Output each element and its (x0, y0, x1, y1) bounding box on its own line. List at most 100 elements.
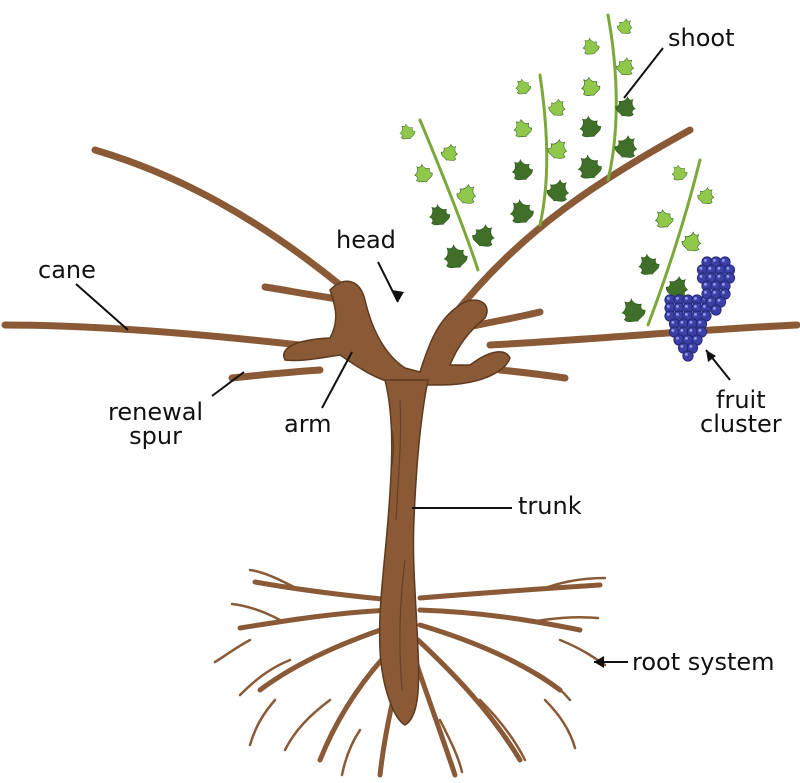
grape-highlight (671, 320, 675, 324)
shoots-drawing (396, 13, 718, 327)
grape-highlight (684, 312, 688, 316)
leaf (695, 184, 718, 208)
leaf (545, 136, 571, 163)
fruit-cluster-drawing (664, 256, 736, 362)
grape-highlight (708, 274, 712, 278)
leaf (613, 55, 638, 79)
grape-berry (710, 304, 722, 316)
shoot-leader-line (623, 47, 664, 99)
cane-label: cane (38, 256, 96, 284)
grape-highlight (721, 258, 725, 262)
grape-highlight (675, 304, 679, 308)
leaf (614, 16, 636, 37)
leaf (577, 74, 603, 100)
grape-highlight (708, 298, 712, 302)
grape-highlight (675, 336, 679, 340)
trunk-drawing (378, 379, 429, 726)
grape-highlight (689, 344, 693, 348)
grape-highlight (726, 266, 730, 270)
grape-highlight (693, 296, 697, 300)
leaf (438, 141, 461, 164)
cane-leader-line (75, 283, 129, 331)
grape-highlight (702, 312, 706, 316)
leaf (469, 221, 499, 251)
grape-highlight (675, 296, 679, 300)
grape-highlight (693, 336, 697, 340)
fruit-cluster-label-line1: fruit (716, 386, 766, 414)
leaf (396, 121, 418, 143)
arm-leader-line (321, 351, 353, 409)
grape-highlight (684, 296, 688, 300)
leaves (396, 16, 718, 327)
leaf (573, 151, 605, 183)
grape-highlight (693, 304, 697, 308)
leaf (617, 295, 649, 327)
grape-highlight (726, 274, 730, 278)
leaf (575, 113, 604, 142)
grape-highlight (698, 328, 702, 332)
root-system-label: root system (632, 648, 775, 676)
leaf (505, 196, 537, 228)
grape-highlight (712, 306, 716, 310)
grape-highlight (717, 266, 721, 270)
grape-highlight (699, 266, 703, 270)
leaf (668, 162, 690, 184)
grape-highlight (680, 328, 684, 332)
grape-highlight (666, 296, 670, 300)
grape-highlight (717, 298, 721, 302)
fruit-cluster-label-line2: cluster (700, 410, 782, 438)
fruit-cluster-label: fruit cluster (700, 388, 782, 436)
grape-highlight (703, 290, 707, 294)
grape-berry (682, 350, 694, 362)
grape-highlight (680, 320, 684, 324)
leaf (651, 206, 676, 231)
grape-highlight (712, 258, 716, 262)
grape-highlight (684, 352, 688, 356)
grape-highlight (689, 328, 693, 332)
leaf (579, 35, 602, 58)
grape-highlight (675, 312, 679, 316)
leaf (510, 116, 535, 141)
head-label: head (336, 226, 396, 254)
grape-highlight (712, 290, 716, 294)
grape-highlight (666, 304, 670, 308)
grape-highlight (698, 320, 702, 324)
grape-highlight (684, 336, 688, 340)
trunk-label: trunk (518, 492, 582, 520)
renewal-spur-label: renewal spur (108, 400, 203, 448)
grape-highlight (721, 290, 725, 294)
renewal-spur-label-line1: renewal (108, 398, 204, 426)
leaf (507, 156, 536, 185)
renewal-spur-leader-line (211, 371, 245, 397)
grape-highlight (717, 274, 721, 278)
leaf (425, 201, 453, 230)
leaf (512, 76, 534, 98)
leaf (543, 176, 574, 206)
renewal-spur-label-line2: spur (129, 422, 182, 450)
shoot-label: shoot (668, 24, 735, 52)
grape-highlight (666, 312, 670, 316)
grape-highlight (712, 282, 716, 286)
leaf (411, 161, 436, 186)
grape-highlight (708, 266, 712, 270)
grape-highlight (702, 304, 706, 308)
grape-highlight (699, 274, 703, 278)
arm-label: arm (284, 410, 332, 438)
grape-highlight (671, 328, 675, 332)
leaf (679, 229, 705, 255)
leader-lines (75, 47, 731, 668)
grape-highlight (703, 282, 707, 286)
leaf (546, 96, 569, 119)
leaf (454, 181, 480, 208)
grape-highlight (721, 282, 725, 286)
grape-highlight (703, 258, 707, 262)
grape-highlight (680, 344, 684, 348)
grape-highlight (689, 320, 693, 324)
grape-highlight (684, 304, 688, 308)
arms-drawing (283, 280, 511, 386)
grape-highlight (693, 312, 697, 316)
leaf (634, 251, 663, 279)
head-leader-line (377, 261, 399, 303)
